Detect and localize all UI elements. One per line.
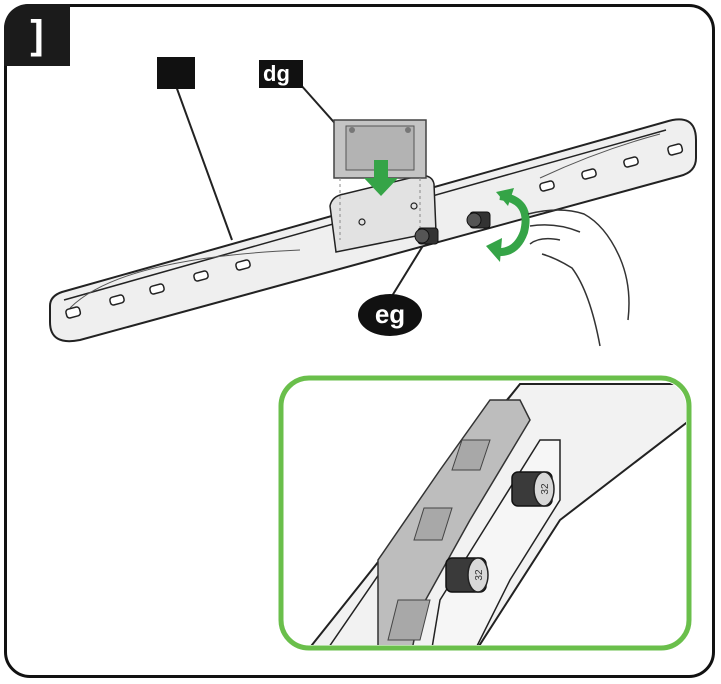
mounting-plate (333, 119, 427, 240)
rotate-arrow-icon (486, 188, 530, 262)
knob-icon (414, 227, 439, 245)
knob-icon: 32 (511, 471, 555, 507)
leader-line-c (391, 243, 425, 297)
knob-icon (466, 211, 491, 229)
leader-line-a (175, 85, 233, 241)
part-label-a (157, 57, 195, 89)
zoom-inset: 32 32 (278, 375, 692, 651)
knob-icon: 32 (445, 557, 489, 593)
part-callout-c: eg (358, 294, 422, 336)
step-number-badge: ] (4, 4, 70, 66)
knob-marking: 32 (540, 483, 551, 495)
hand-icon (527, 209, 630, 347)
part-label-b: dg (259, 60, 303, 88)
down-arrow-icon (364, 160, 398, 196)
knob-marking: 32 (474, 569, 485, 581)
